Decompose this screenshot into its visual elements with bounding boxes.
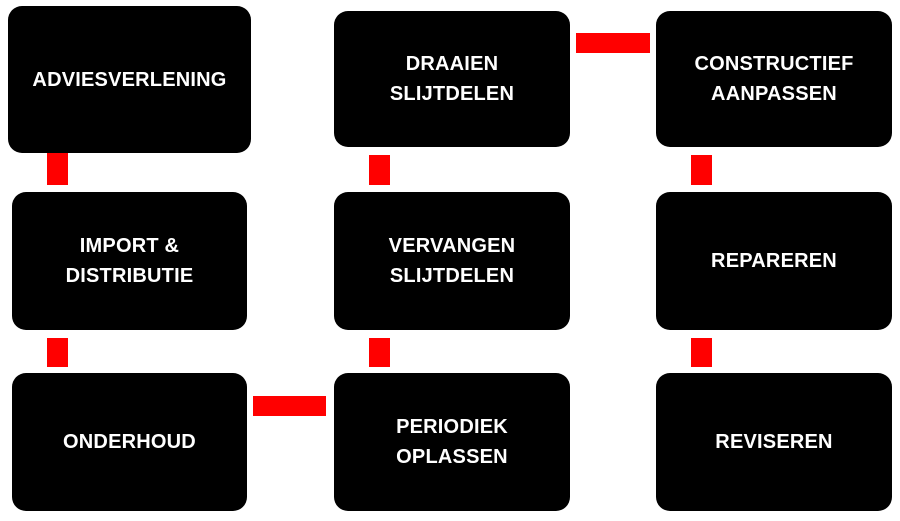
- node-onderhoud: ONDERHOUD: [12, 373, 247, 511]
- node-constructief-aanpassen: CONSTRUCTIEF AANPASSEN: [656, 11, 892, 147]
- connector-vervangen-periodiek: [369, 338, 390, 367]
- node-label: ADVIESVERLENING: [32, 68, 227, 91]
- node-label: REVISEREN: [715, 431, 833, 453]
- node-label: IMPORT & DISTRIBUTIE: [65, 235, 194, 287]
- node-label: VERVANGEN SLIJTDELEN: [388, 235, 516, 287]
- node-periodiek-oplassen: PERIODIEK OPLASSEN: [334, 373, 570, 511]
- connector-repareren-reviseren: [691, 338, 712, 367]
- node-label: DRAAIEN SLIJTDELEN: [389, 53, 515, 105]
- node-label: ONDERHOUD: [63, 431, 196, 453]
- node-import-distributie: IMPORT & DISTRIBUTIE: [12, 192, 247, 330]
- connector-constructief-repareren: [691, 155, 712, 185]
- connector-onderhoud-periodiek: [253, 396, 326, 416]
- node-draaien-slijtdelen: DRAAIEN SLIJTDELEN: [334, 11, 570, 147]
- node-reviseren: REVISEREN: [656, 373, 892, 511]
- node-vervangen-slijtdelen: VERVANGEN SLIJTDELEN: [334, 192, 570, 330]
- connector-draaien-constructief: [576, 33, 650, 53]
- node-repareren: REPAREREN: [656, 192, 892, 330]
- node-label: REPAREREN: [711, 250, 837, 272]
- node-adviesverlening: ADVIESVERLENING: [8, 6, 251, 153]
- node-label: CONSTRUCTIEF AANPASSEN: [694, 53, 854, 105]
- connector-import-onderhoud: [47, 338, 68, 367]
- node-label: PERIODIEK OPLASSEN: [396, 416, 508, 468]
- connector-advies-import: [47, 153, 68, 185]
- connector-draaien-vervangen: [369, 155, 390, 185]
